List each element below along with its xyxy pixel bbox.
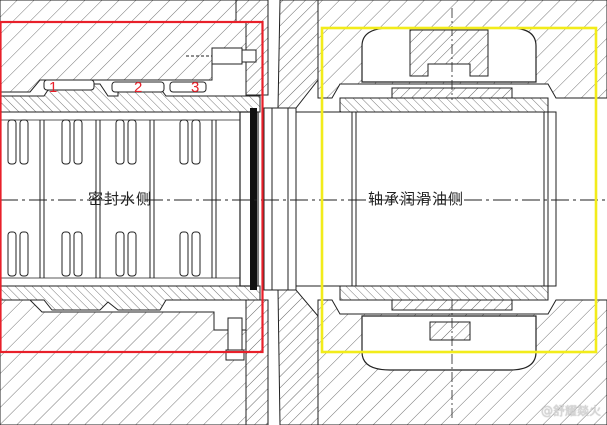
bearing-lube-side-label: 轴承润滑油侧 (368, 190, 465, 208)
part-number-3: 3 (191, 79, 200, 96)
bolt-lower (225, 317, 245, 361)
bolt-upper (186, 47, 257, 65)
seal-housing-lower (0, 299, 269, 425)
shaft-bearing-side (295, 111, 557, 287)
part-number-1: 1 (49, 79, 58, 96)
packing-dividers (39, 120, 217, 278)
center-flange (263, 0, 319, 425)
part-number-2: 2 (134, 79, 143, 96)
bearing-shell-lower (339, 285, 549, 311)
packing-rings (7, 119, 201, 277)
bearing-housing (317, 0, 607, 425)
seal-water-side-label: 密封水侧 (88, 190, 153, 208)
bearing-zone-frame (320, 26, 598, 354)
watermark: @舒耀燚火 (540, 404, 601, 418)
seal-zone-frame (0, 20, 264, 354)
seal-ring-lower-band (0, 285, 261, 311)
bearing-shell-upper (339, 87, 549, 113)
seal-ring-upper-band (0, 79, 261, 113)
